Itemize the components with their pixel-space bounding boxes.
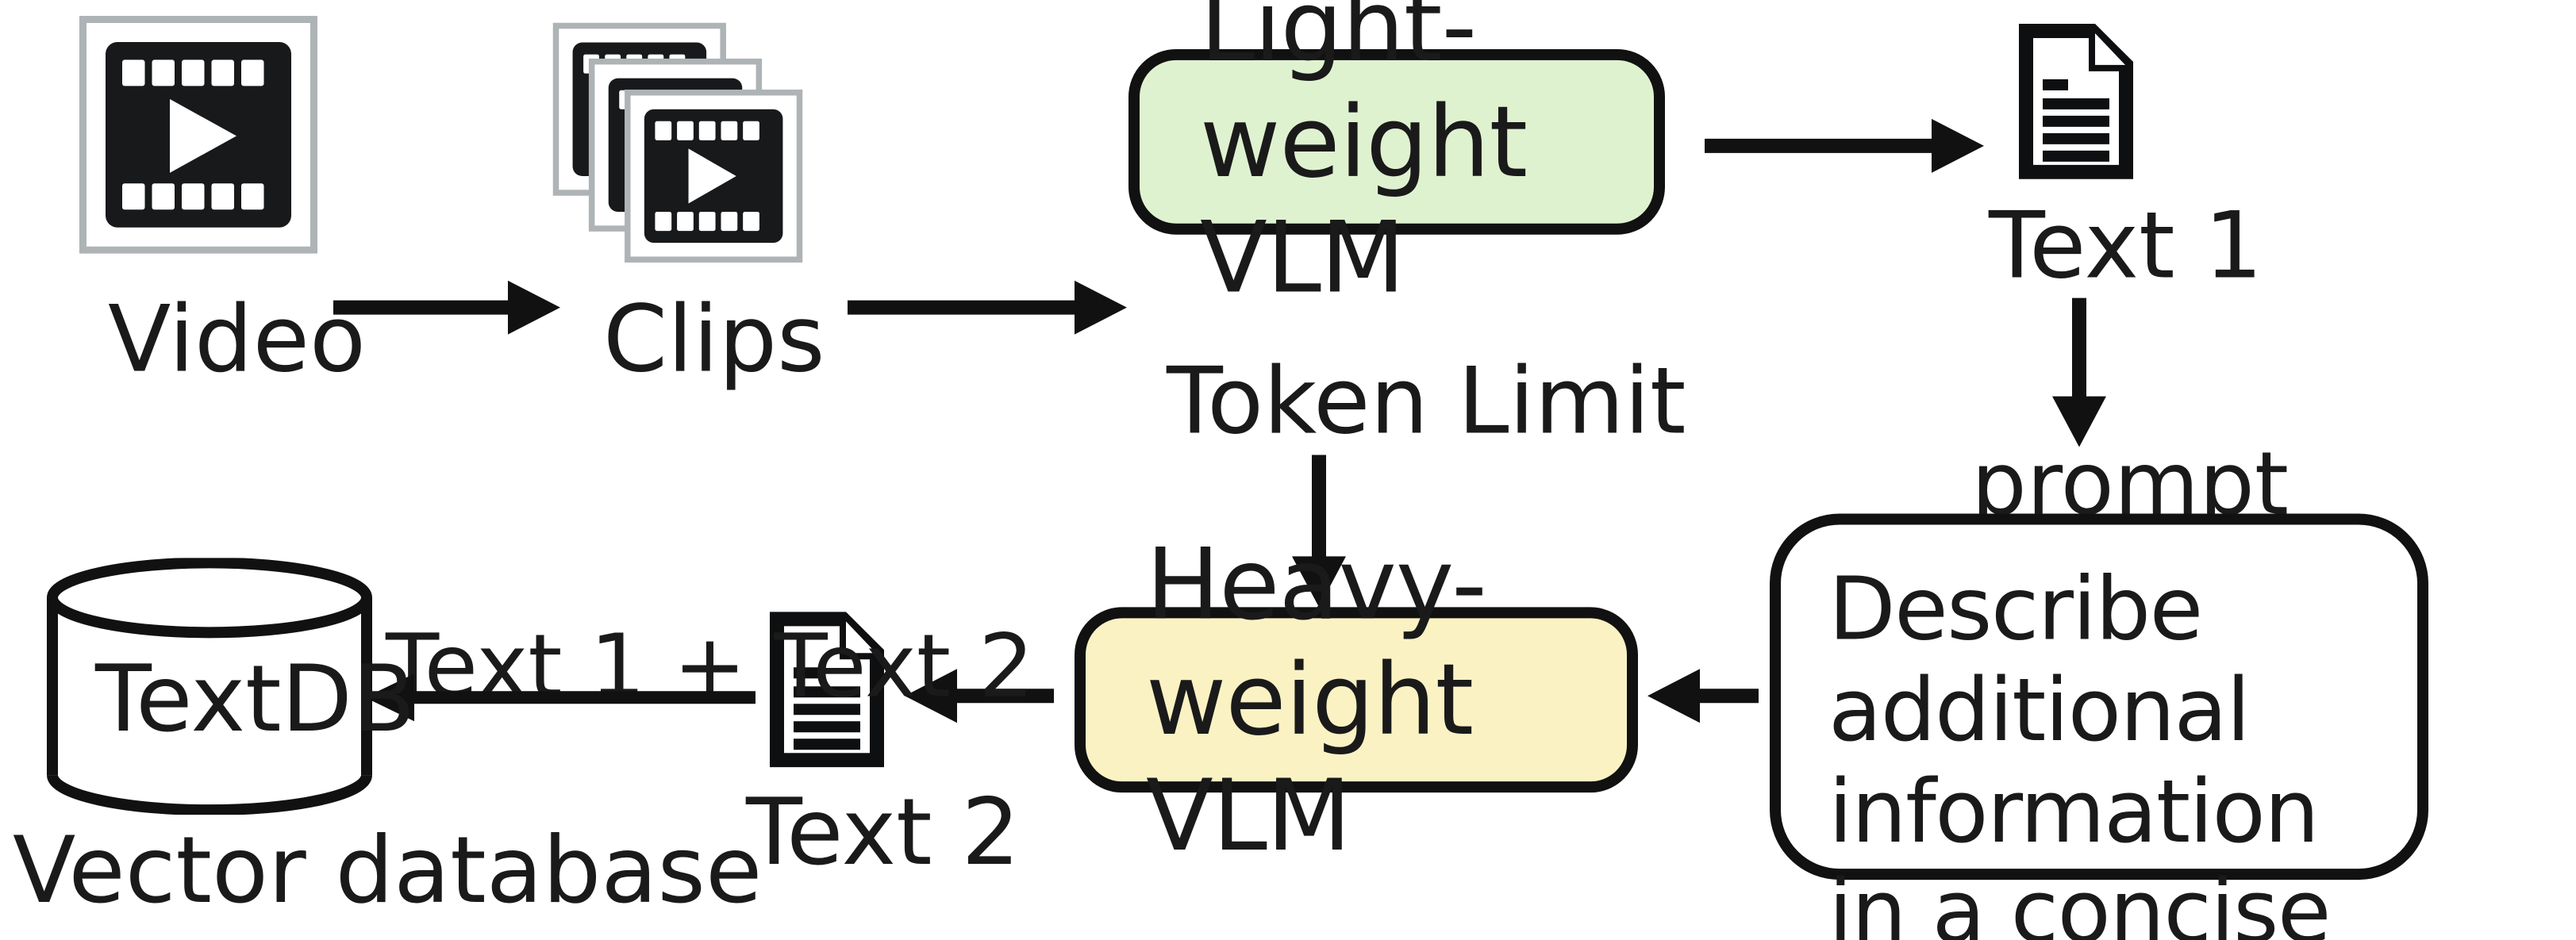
arrow-text1-to-prompt [2041, 295, 2117, 447]
arrow-light-vlm-to-text1 [1701, 108, 1984, 184]
clips-label: Clips [603, 285, 825, 393]
light-weight-vlm-box[interactable]: Light-weight VLM [1128, 0, 1665, 316]
prompt-edge-label: prompt [1971, 432, 2290, 535]
text2-document-lines-icon [763, 607, 890, 772]
video-label: Video [108, 285, 367, 393]
text1-label: Text 1 [1989, 191, 2263, 300]
text1-document-lines-icon [2013, 19, 2140, 184]
heavy-weight-vlm-label: Heavy-weight VLM [1146, 526, 1487, 874]
textdb-label: TextDB [95, 645, 416, 754]
video-clips-stack-icon [552, 22, 803, 263]
heavy-weight-vlm-box[interactable]: Heavy-weight VLM [1075, 526, 1638, 873]
vector-database-caption: Vector database [13, 816, 763, 925]
prompt-line-1: Describe additional [1828, 558, 2251, 761]
database-cylinder-icon [44, 558, 375, 815]
arrow-text2-to-textdb [365, 662, 759, 732]
video-film-play-icon [79, 15, 317, 254]
prompt-line-2: information in a concise [1828, 760, 2332, 940]
arrow-video-to-clips [330, 270, 560, 346]
text2-label: Text 2 [746, 778, 1021, 887]
token-limit-label: Token Limit [1167, 347, 1686, 455]
prompt-text-box[interactable]: Describe additional information in a con… [1770, 513, 2428, 940]
light-weight-vlm-label: Light-weight VLM [1200, 0, 1528, 316]
arrow-prompt-to-heavy-vlm [1647, 658, 1762, 734]
arrow-clips-to-light-vlm [844, 270, 1127, 346]
